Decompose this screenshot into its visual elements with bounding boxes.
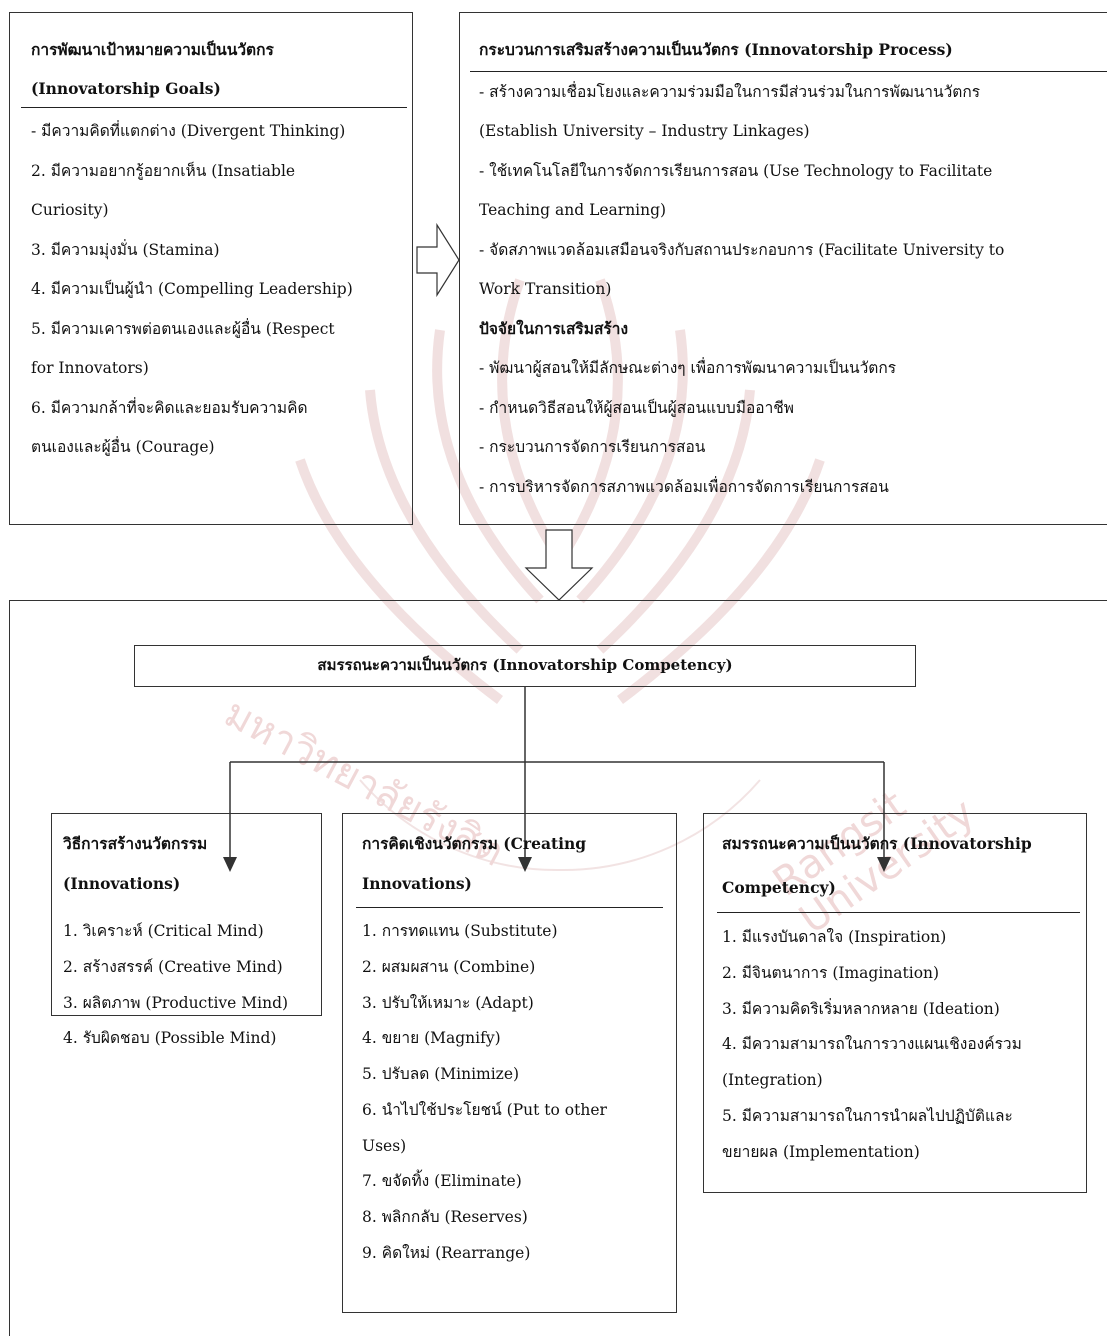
innovations-item: 1. วิเคราะห์ (Critical Mind) bbox=[63, 922, 264, 940]
down-block-arrow bbox=[524, 529, 594, 601]
competency-detail-item: (Integration) bbox=[722, 1071, 823, 1089]
arrowhead-right bbox=[877, 857, 891, 872]
competency-detail-title-line1: สมรรถนะความเป็นนวัตกร (Innovatorship bbox=[722, 834, 1032, 853]
process-title: กระบวนการเสริมสร้างความเป็นนวัตกร (Innov… bbox=[479, 40, 953, 59]
creating-item: Uses) bbox=[362, 1137, 407, 1155]
goals-title-line1: การพัฒนาเป้าหมายความเป็นนวัตกร bbox=[31, 40, 274, 59]
innovations-title-line2: (Innovations) bbox=[63, 874, 181, 893]
goals-line: 2. มีความอยากรู้อยากเห็น (Insatiable bbox=[31, 162, 296, 180]
creating-item: 3. ปรับให้เหมาะ (Adapt) bbox=[362, 994, 534, 1012]
goals-line: 6. มีความกล้าที่จะคิดและยอมรับความคิด bbox=[31, 399, 308, 417]
competency-detail-title-rule bbox=[717, 912, 1080, 913]
creating-item: 7. ขจัดทิ้ง (Eliminate) bbox=[362, 1172, 522, 1190]
right-block-arrow bbox=[416, 222, 460, 298]
goals-box: การพัฒนาเป้าหมายความเป็นนวัตกร (Innovato… bbox=[9, 12, 413, 525]
goals-line: ตนเองและผู้อื่น (Courage) bbox=[31, 438, 215, 456]
creating-item: 1. การทดแทน (Substitute) bbox=[362, 922, 558, 940]
innovations-item: 2. สร้างสรรค์ (Creative Mind) bbox=[63, 958, 283, 976]
competency-detail-item: 1. มีแรงบันดาลใจ (Inspiration) bbox=[722, 928, 947, 946]
goals-title-line2: (Innovatorship Goals) bbox=[31, 79, 221, 98]
creating-innovations-box: การคิดเชิงนวัตกรรม (Creating Innovations… bbox=[342, 813, 677, 1313]
goals-line: 4. มีความเป็นผู้นำ (Compelling Leadershi… bbox=[31, 280, 353, 298]
process-line: - ใช้เทคโนโลยีในการจัดการเรียนการสอน (Us… bbox=[479, 162, 993, 180]
innovations-item: 4. รับผิดชอบ (Possible Mind) bbox=[63, 1029, 277, 1047]
creating-item: 4. ขยาย (Magnify) bbox=[362, 1029, 501, 1047]
process-line: - จัดสภาพแวดล้อมเสมือนจริงกับสถานประกอบก… bbox=[479, 241, 1005, 259]
goals-line: 3. มีความมุ่งมั่น (Stamina) bbox=[31, 241, 220, 259]
arrowhead-left bbox=[223, 857, 237, 872]
creating-item: 5. ปรับลด (Minimize) bbox=[362, 1065, 520, 1083]
goals-title-rule bbox=[21, 107, 407, 108]
process-line: - สร้างความเชื่อมโยงและความร่วมมือในการม… bbox=[479, 83, 981, 101]
process-line: (Establish University – Industry Linkage… bbox=[479, 122, 810, 140]
process-box: กระบวนการเสริมสร้างความเป็นนวัตกร (Innov… bbox=[459, 12, 1107, 525]
creating-title-rule bbox=[356, 907, 663, 908]
creating-item: 9. คิดใหม่ (Rearrange) bbox=[362, 1244, 531, 1262]
innovations-box: วิธีการสร้างนวัตกรรม (Innovations) 1. วิ… bbox=[51, 813, 322, 1047]
competency-detail-item: 2. มีจินตนาการ (Imagination) bbox=[722, 964, 940, 982]
process-title-rule bbox=[470, 71, 1107, 72]
competency-detail-item: ขยายผล (Implementation) bbox=[722, 1143, 920, 1161]
competency-title: สมรรถนะความเป็นนวัตกร (Innovatorship Com… bbox=[317, 656, 733, 674]
goals-line: 5. มีความเคารพต่อตนเองและผู้อื่น (Respec… bbox=[31, 320, 335, 338]
creating-item: 8. พลิกกลับ (Reserves) bbox=[362, 1208, 528, 1226]
creating-title-line2: Innovations) bbox=[362, 874, 472, 893]
innovations-item: 3. ผลิตภาพ (Productive Mind) bbox=[63, 994, 289, 1012]
competency-detail-box: สมรรถนะความเป็นนวัตกร (Innovatorship Com… bbox=[703, 813, 1087, 1193]
competency-detail-item: 3. มีความคิดริเริ่มหลากหลาย (Ideation) bbox=[722, 1000, 1000, 1018]
competency-outer-box bbox=[9, 600, 1107, 1336]
innovations-title-line1: วิธีการสร้างนวัตกรรม bbox=[63, 834, 208, 853]
factor-line: - กำหนดวิธีสอนให้ผู้สอนเป็นผู้สอนแบบมืออ… bbox=[479, 399, 795, 417]
goals-line: Curiosity) bbox=[31, 201, 109, 219]
competency-detail-title-line2: Competency) bbox=[722, 878, 836, 897]
factor-line: - กระบวนการจัดการเรียนการสอน bbox=[479, 438, 706, 456]
factor-line: - การบริหารจัดการสภาพแวดล้อมเพื่อการจัดก… bbox=[479, 478, 889, 496]
creating-item: 2. ผสมผสาน (Combine) bbox=[362, 958, 536, 976]
factor-line: - พัฒนาผู้สอนให้มีลักษณะต่างๆ เพื่อการพั… bbox=[479, 359, 897, 377]
competency-title-box: สมรรถนะความเป็นนวัตกร (Innovatorship Com… bbox=[134, 645, 916, 687]
process-line: Teaching and Learning) bbox=[479, 201, 667, 219]
competency-detail-item: 5. มีความสามารถในการนำผลไปปฏิบัติและ bbox=[722, 1107, 1013, 1125]
factors-title: ปัจจัยในการเสริมสร้าง bbox=[479, 319, 629, 338]
arrowhead-middle bbox=[518, 857, 532, 872]
goals-line: for Innovators) bbox=[31, 359, 149, 377]
creating-item: 6. นำไปใช้ประโยชน์ (Put to other bbox=[362, 1101, 607, 1119]
process-line: Work Transition) bbox=[479, 280, 612, 298]
goals-line: - มีความคิดที่แตกต่าง (Divergent Thinkin… bbox=[31, 122, 346, 140]
competency-detail-item: 4. มีความสามารถในการวางแผนเชิงองค์รวม bbox=[722, 1035, 1022, 1053]
creating-title-line1: การคิดเชิงนวัตกรรม (Creating bbox=[362, 834, 587, 853]
